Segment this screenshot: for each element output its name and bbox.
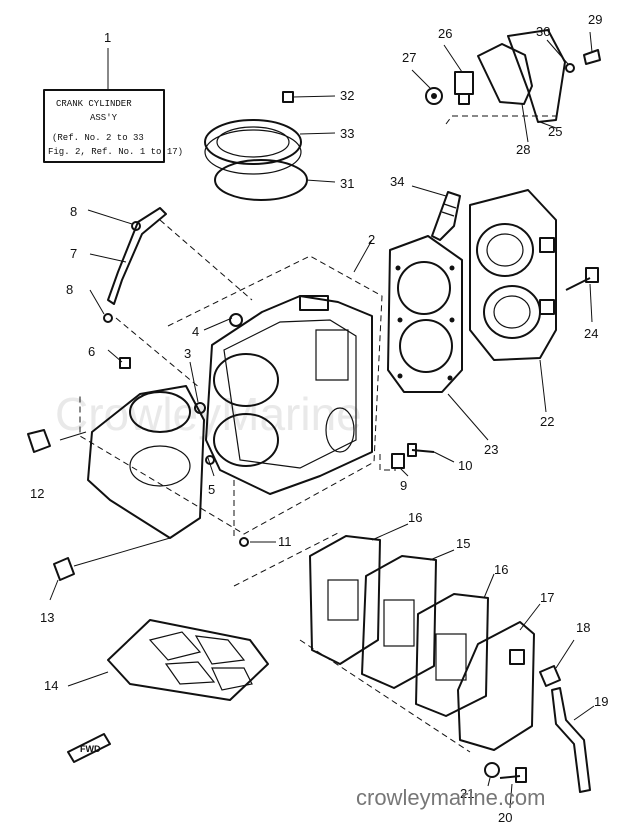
callout-27: 27 xyxy=(402,50,416,65)
part-small-bolts xyxy=(189,317,233,477)
callout-3: 3 xyxy=(184,346,191,361)
part-exhaust-plates xyxy=(299,523,495,753)
callout-21: 21 xyxy=(460,786,474,801)
callout-6: 6 xyxy=(88,344,95,359)
callout-32: 32 xyxy=(340,88,354,103)
footer-url: crowleymarine.com xyxy=(356,785,546,810)
part-cylinder-head xyxy=(469,189,557,413)
part-bolt-20-washer-21 xyxy=(484,762,527,809)
callout-8b: 8 xyxy=(66,282,73,297)
callout-29: 29 xyxy=(588,12,602,27)
callout-23: 23 xyxy=(484,442,498,457)
callout-30: 30 xyxy=(536,24,550,39)
callout-5: 5 xyxy=(208,482,215,497)
part-exhaust-outer-cover xyxy=(457,603,595,793)
callout-2: 2 xyxy=(368,232,375,247)
part-thermostat-assembly xyxy=(411,29,601,143)
callout-22: 22 xyxy=(540,414,554,429)
assembly-label-line3: (Ref. No. 2 to 33 xyxy=(52,133,144,143)
part-spark-plug xyxy=(411,185,461,241)
callout-12: 12 xyxy=(30,486,44,501)
part-cylinder-block xyxy=(79,239,383,535)
callout-15: 15 xyxy=(456,536,470,551)
callout-16b: 16 xyxy=(494,562,508,577)
callout-20: 20 xyxy=(498,810,512,825)
callout-14: 14 xyxy=(44,678,58,693)
callout-13: 13 xyxy=(40,610,54,625)
callout-10: 10 xyxy=(458,458,472,473)
fwd-arrow: FWD xyxy=(67,733,111,763)
assembly-label-line2: ASS'Y xyxy=(90,113,118,123)
part-bolt-24 xyxy=(565,267,599,323)
part-thermostat-cover xyxy=(204,91,336,201)
callout-33: 33 xyxy=(340,126,354,141)
fwd-label: FWD xyxy=(80,744,101,754)
callout-25: 25 xyxy=(548,124,562,139)
callout-11: 11 xyxy=(278,534,292,549)
assembly-label-box: CRANK CYLINDER ASS'Y (Ref. No. 2 to 33 F… xyxy=(43,48,183,163)
callout-16a: 16 xyxy=(408,510,422,525)
callout-17: 17 xyxy=(540,590,554,605)
callout-18: 18 xyxy=(576,620,590,635)
part-fittings-9-10-11 xyxy=(233,443,455,547)
callout-7: 7 xyxy=(70,246,77,261)
assembly-label-line4: Fig. 2, Ref. No. 1 to 17) xyxy=(48,147,183,157)
callout-28: 28 xyxy=(516,142,530,157)
part-exhaust-cover xyxy=(27,349,205,601)
callout-34: 34 xyxy=(390,174,404,189)
callout-19: 19 xyxy=(594,694,608,709)
callout-9: 9 xyxy=(400,478,407,493)
part-head-gasket xyxy=(387,235,489,441)
part-base-gasket xyxy=(67,531,341,701)
callout-24: 24 xyxy=(584,326,598,341)
part-hose xyxy=(87,207,253,389)
assembly-label-line1: CRANK CYLINDER xyxy=(56,99,132,109)
callout-1: 1 xyxy=(104,30,111,45)
callout-8a: 8 xyxy=(70,204,77,219)
callout-26: 26 xyxy=(438,26,452,41)
callout-31: 31 xyxy=(340,176,354,191)
callout-4: 4 xyxy=(192,324,199,339)
